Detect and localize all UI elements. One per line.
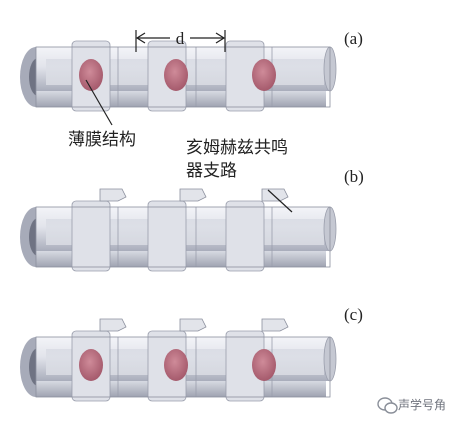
spacing-dimension: d <box>135 29 226 52</box>
watermark: 声学号角 <box>377 397 446 414</box>
membrane-a2 <box>164 59 188 91</box>
resonator-branch-c2 <box>179 318 207 332</box>
resonator-label-line1: 亥姆赫兹共鸣 <box>186 138 288 158</box>
watermark-text: 声学号角 <box>398 397 446 412</box>
membrane-c3 <box>252 349 276 381</box>
pipe-b <box>19 188 337 272</box>
resonator-branch-b2 <box>179 188 207 202</box>
panel-label-b: (b) <box>344 167 364 186</box>
panel-label-a: (a) <box>344 29 363 48</box>
resonator-branch-c3 <box>261 318 289 332</box>
resonator-pointer <box>267 189 293 213</box>
wechat-icon <box>377 397 398 414</box>
pipe-c <box>19 318 337 402</box>
spacing-label: d <box>176 29 185 48</box>
membrane-c2 <box>164 349 188 381</box>
resonator-branch-c1 <box>99 318 127 332</box>
membrane-a1 <box>79 59 103 91</box>
panel-label-c: (c) <box>344 305 363 324</box>
membrane-c1 <box>79 349 103 381</box>
pipe-a <box>19 40 337 112</box>
membrane-pointer <box>85 79 113 126</box>
membrane-a3 <box>252 59 276 91</box>
membrane-label: 薄膜结构 <box>68 130 136 150</box>
resonator-label-line2: 器支路 <box>186 161 237 181</box>
resonator-branch-b1 <box>99 188 127 202</box>
resonator-branch-b3 <box>261 188 289 202</box>
